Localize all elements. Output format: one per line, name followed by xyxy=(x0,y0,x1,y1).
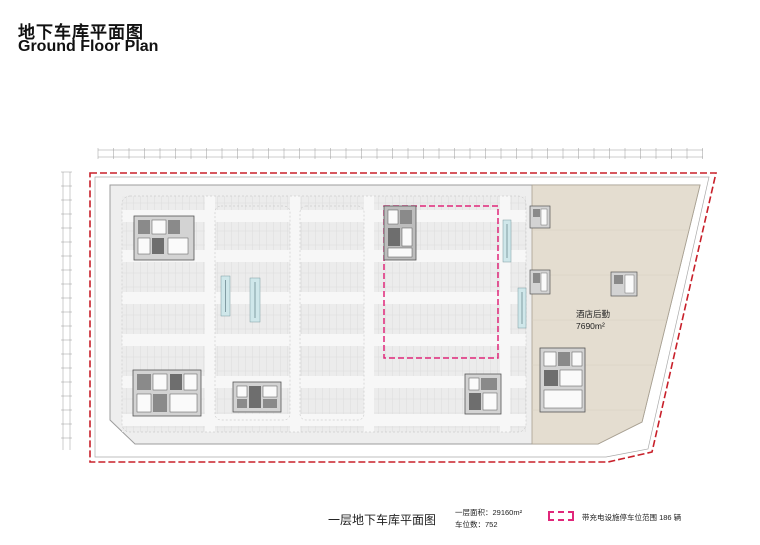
ramp-1 xyxy=(220,275,231,317)
core-hotel-right xyxy=(610,271,638,297)
left-dimension-ticks xyxy=(61,171,72,439)
legend-ev-range: 带充电设施停车位范围 186 辆 xyxy=(582,513,682,522)
ev-charging-range xyxy=(383,205,499,359)
left-dimension-line xyxy=(62,172,71,450)
core-hotel-top xyxy=(529,205,551,229)
hotel-zone-area: 7690m² xyxy=(576,321,605,331)
drive-aisles xyxy=(122,196,526,432)
core-hotel-mid xyxy=(529,269,551,295)
ramp-3 xyxy=(502,219,512,263)
page-title-cn: 地下车库平面图 xyxy=(18,23,144,42)
top-dimension-line xyxy=(98,149,703,158)
site-boundary xyxy=(89,172,718,463)
site-boundary-inner xyxy=(94,176,710,458)
core-top-left xyxy=(133,215,195,261)
top-dimension-ticks xyxy=(97,148,703,159)
aisle-edges xyxy=(121,195,527,433)
hotel-zone-label: 酒店后勤 xyxy=(576,309,611,319)
core-bottom-right xyxy=(464,373,502,415)
page-title-en: Ground Floor Plan xyxy=(18,38,159,55)
core-bottom-left xyxy=(132,369,202,417)
legend-parking-count: 车位数：752 xyxy=(455,520,498,529)
core-hotel-bottom xyxy=(539,347,586,413)
core-bottom-center xyxy=(232,381,282,413)
ramp-2 xyxy=(249,277,261,323)
legend-floor-area: 一层面积：29160m² xyxy=(455,508,523,517)
legend-plan-name: 一层地下车库平面图 xyxy=(328,513,437,527)
core-ev-zone xyxy=(383,205,417,261)
legend-stats: 一层面积：29160m² 车位数：752 xyxy=(455,507,522,531)
ramp-4 xyxy=(517,287,527,329)
legend-ev-swatch xyxy=(548,511,574,521)
